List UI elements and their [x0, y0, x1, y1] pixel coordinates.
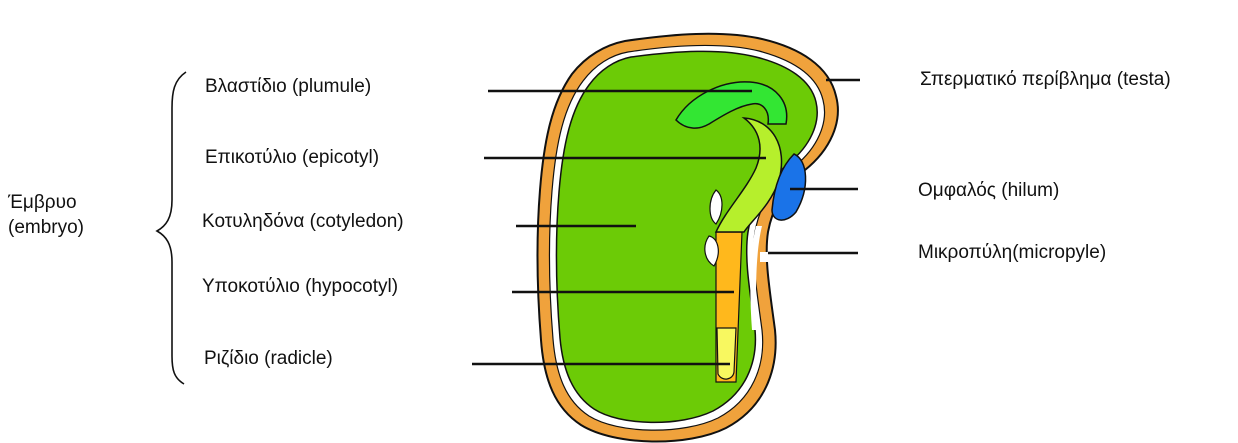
label-radicle: Ριζίδιο (radicle) [204, 348, 333, 370]
label-epicotyl: Επικοτύλιο (epicotyl) [205, 147, 379, 169]
embryo-label-english: (embryo) [8, 215, 84, 240]
label-micropyle: Μικροπύλη(micropyle) [918, 242, 1106, 264]
embryo-label-greek: Έμβρυο [8, 190, 84, 215]
label-plumule: Βλαστίδιο (plumule) [205, 76, 371, 98]
label-cotyledon: Κοτυληδόνα (cotyledon) [202, 211, 404, 233]
label-hypocotyl: Υποκοτύλιο (hypocotyl) [202, 276, 398, 298]
embryo-group-label: Έμβρυο (embryo) [8, 190, 84, 240]
label-testa: Σπερματικό περίβλημα (testa) [920, 69, 1171, 91]
radicle-shape [717, 328, 736, 379]
label-hilum: Ομφαλός (hilum) [918, 180, 1059, 202]
embryo-brace [157, 72, 186, 384]
